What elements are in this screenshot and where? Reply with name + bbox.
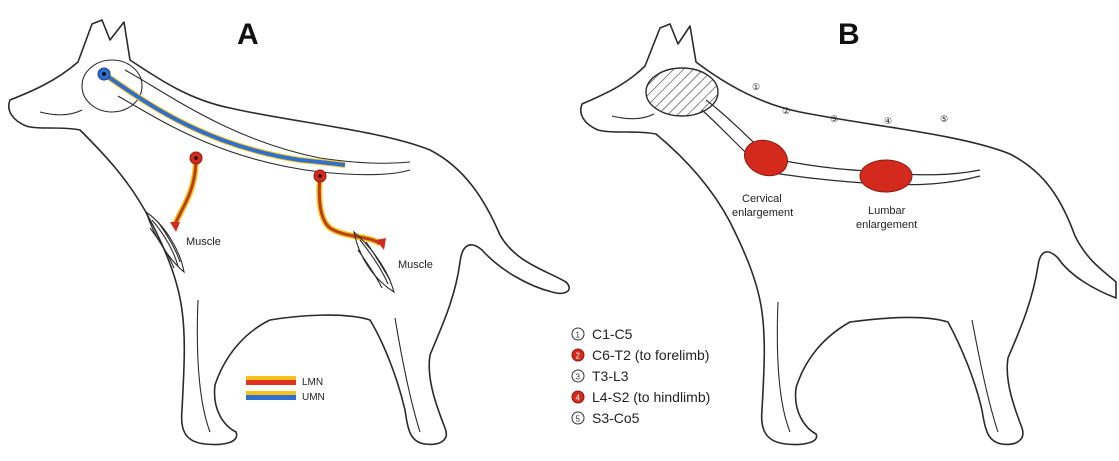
legend-b: 1 C1-C5 2 C6-T2 (to forelimb) 3 T3-L3 4 … [572,326,710,426]
legend-b-text-1: C1-C5 [592,326,633,342]
panel-b-letter: B [838,18,860,51]
panel-b: B ① ② ③ ④ ⑤ Cervical enlargement Lumbar … [572,18,1116,445]
umn-swatch-bottom [246,395,296,400]
muscle-label-hind: Muscle [398,259,433,271]
lmn-hind-nucleus [318,174,322,178]
legend-b-row-4: 4 L4-S2 (to hindlimb) [572,389,710,405]
lmn-swatch-top [246,376,296,380]
legend-b-text-5: S3-Co5 [592,410,640,426]
legend-b-text-4: L4-S2 (to hindlimb) [592,389,710,405]
lmn-legend-label: LMN [302,377,323,388]
legend-marker-2-num: 2 [576,352,581,361]
lmn-fore-nucleus [194,156,198,160]
cervical-label-line2: enlargement [732,207,793,219]
legend-b-row-3: 3 T3-L3 [572,368,629,384]
legend-marker-5-num: 5 [576,415,581,424]
lumbar-label-line2: enlargement [856,219,917,231]
muscle-label-fore: Muscle [186,236,221,248]
umn-nucleus [102,72,106,76]
legend-b-text-2: C6-T2 (to forelimb) [592,347,709,363]
legend-a: LMN UMN [246,376,325,403]
segment-number-5: ⑤ [940,114,948,124]
legend-b-text-3: T3-L3 [592,368,629,384]
umn-legend-label: UMN [302,392,325,403]
legend-b-row-5: 5 S3-Co5 [572,410,640,426]
panel-a-letter: A [237,18,259,51]
panel-a: A Muscle [9,18,569,445]
legend-b-row-1: 1 C1-C5 [572,326,633,342]
lmn-swatch-bottom [246,380,296,385]
lumbar-enlargement [860,160,912,192]
segment-number-1: ① [752,82,760,92]
segment-number-3: ③ [830,114,838,124]
legend-marker-4-num: 4 [576,394,581,403]
segment-number-4: ④ [884,116,892,126]
legend-b-row-2: 2 C6-T2 (to forelimb) [572,347,709,363]
legend-marker-3-num: 3 [576,373,581,382]
brain-hatched [646,68,718,116]
legend-marker-1-num: 1 [576,331,581,340]
cervical-label-line1: Cervical [742,193,782,205]
segment-number-2: ② [782,106,790,116]
lumbar-label-line1: Lumbar [868,205,906,217]
umn-swatch-top [246,391,296,395]
